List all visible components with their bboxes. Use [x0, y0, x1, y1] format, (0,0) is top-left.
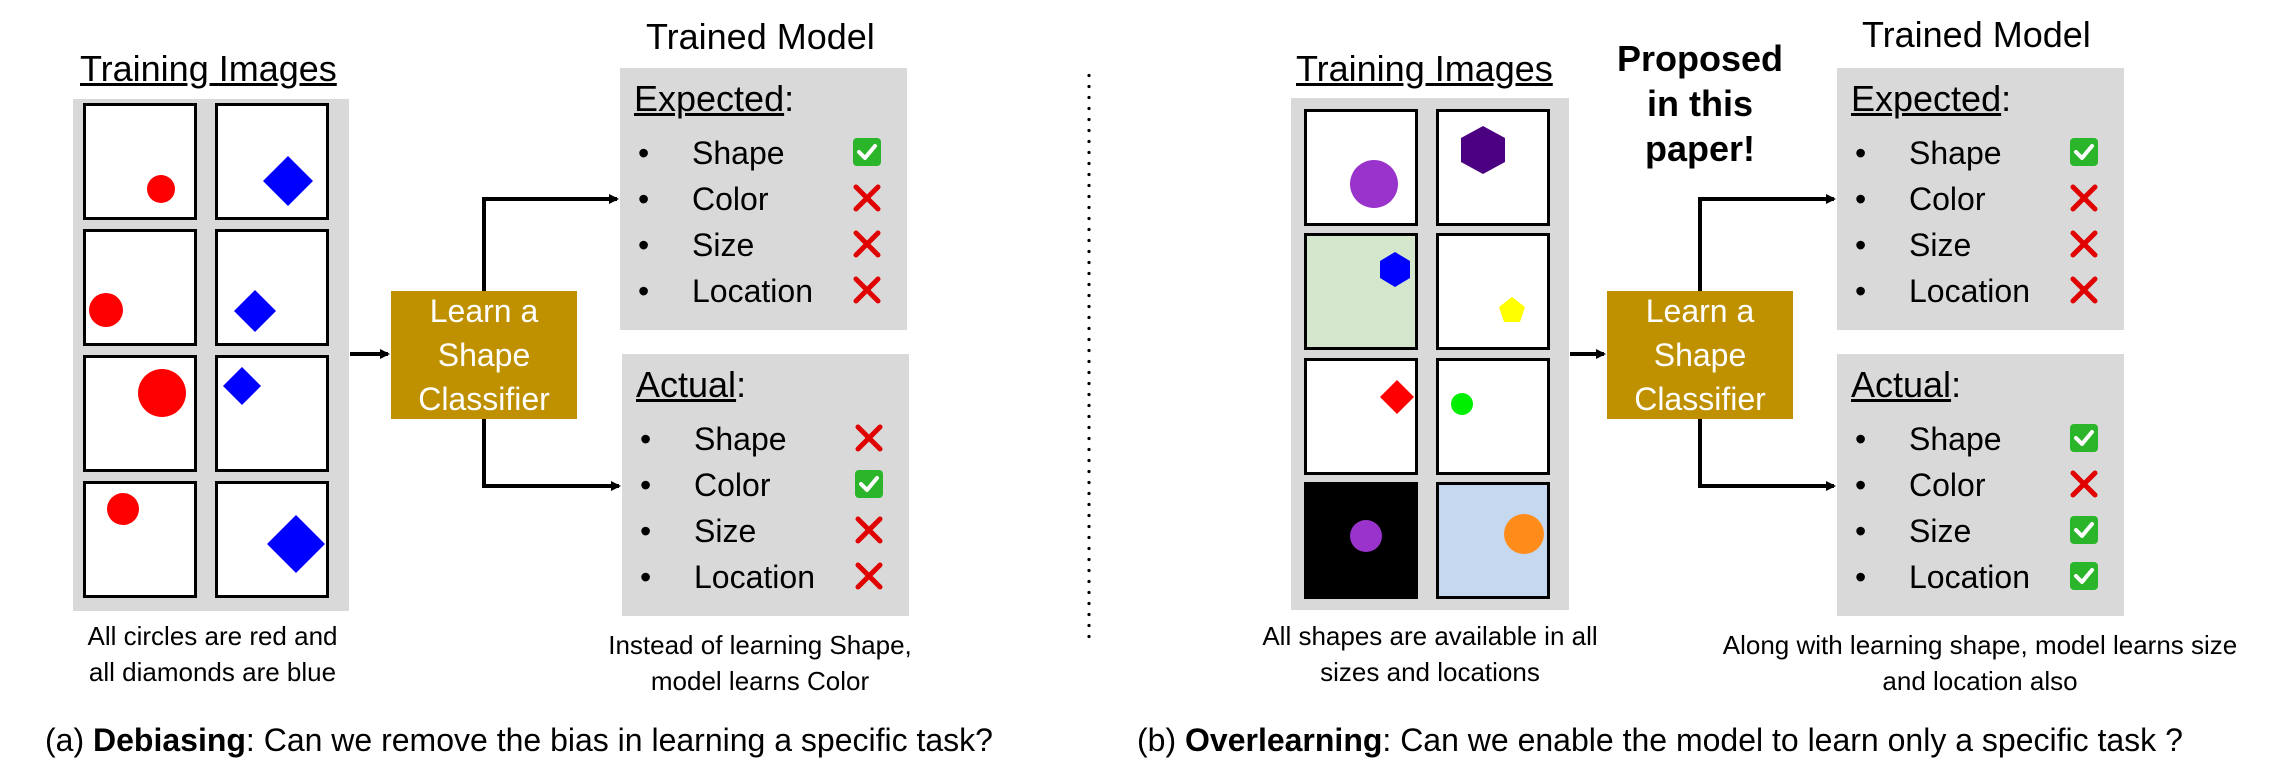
attribute-label: Size — [692, 227, 755, 263]
cross-mark-icon — [852, 183, 882, 213]
left-images-caption: All circles are red and all diamonds are… — [87, 621, 338, 687]
attribute-label: Shape — [694, 421, 787, 457]
bullet: • — [638, 181, 650, 217]
actual-heading: Actual: — [1851, 364, 1962, 405]
attribute-label: Location — [1909, 559, 2030, 595]
bullet: • — [1855, 273, 1867, 309]
tile-orange-circle — [1436, 482, 1550, 599]
check-mark-icon — [2069, 515, 2099, 545]
bullet: • — [1855, 135, 1867, 171]
actual-heading: Actual: — [636, 364, 747, 405]
left-image-grid — [73, 99, 349, 611]
right-classifier-to-expected-arrow — [1698, 194, 1836, 291]
tile-blue-diamond-1 — [215, 103, 329, 220]
cross-mark-icon — [852, 229, 882, 259]
tile-black-background — [1304, 482, 1418, 599]
cross-mark-icon — [854, 515, 884, 545]
tile-blue-hexagon — [1304, 233, 1418, 350]
expected-heading: Expected: — [634, 78, 795, 119]
left-classifier-to-actual-arrow — [482, 419, 621, 491]
right-model-caption: Along with learning shape, model learns … — [1722, 630, 2238, 696]
tile-red-diamond — [1304, 358, 1418, 475]
tile-blue-diamond-3 — [215, 355, 329, 472]
tile-red-circle-2 — [83, 229, 197, 346]
attribute-label: Location — [694, 559, 815, 595]
left-bottom-caption: (a) Debiasing: Can we remove the bias in… — [45, 722, 993, 758]
attribute-label: Size — [694, 513, 757, 549]
cross-mark-icon — [852, 275, 882, 305]
dotted-separator — [1087, 70, 1091, 640]
attribute-label: Shape — [692, 135, 785, 171]
right-classifier-to-actual-arrow — [1698, 419, 1836, 491]
attribute-label: Shape — [1909, 421, 2002, 457]
bullet: • — [638, 227, 650, 263]
cross-mark-icon — [854, 423, 884, 453]
tile-purple-hexagon — [1436, 109, 1550, 226]
check-mark-icon — [854, 469, 884, 499]
check-mark-icon — [2069, 423, 2099, 453]
bullet: • — [1855, 181, 1867, 217]
right-training-title: Training Images — [1296, 48, 1553, 89]
right-image-grid — [1291, 98, 1569, 610]
cross-mark-icon — [2069, 229, 2099, 259]
tile-red-circle-4 — [83, 481, 197, 598]
attribute-label: Color — [694, 467, 771, 503]
check-mark-icon — [2069, 561, 2099, 591]
attribute-label: Color — [1909, 467, 1986, 503]
right-actual-panel: Actual: • Shape • Color • Size • Location — [1837, 354, 2124, 616]
left-training-title: Training Images — [80, 48, 337, 89]
check-mark-icon — [2069, 137, 2099, 167]
cross-mark-icon — [2069, 469, 2099, 499]
bullet: • — [1855, 227, 1867, 263]
bullet: • — [638, 135, 650, 171]
left-actual-panel: Actual: • Shape • Color • Size • Location — [622, 354, 909, 616]
bullet: • — [640, 513, 652, 549]
cross-mark-icon — [854, 561, 884, 591]
right-trained-model-title: Trained Model — [1862, 14, 2091, 55]
bullet: • — [638, 273, 650, 309]
tile-blue-diamond-4 — [215, 481, 329, 598]
left-expected-panel: Expected: • Shape • Color • Size • Location — [620, 68, 907, 330]
left-classifier-to-expected-arrow — [482, 194, 619, 291]
tile-red-circle-1 — [83, 103, 197, 220]
tile-purple-circle — [1304, 109, 1418, 226]
bullet: • — [640, 467, 652, 503]
expected-heading: Expected: — [1851, 78, 2012, 119]
attribute-label: Color — [692, 181, 769, 217]
bullet: • — [1855, 467, 1867, 503]
bullet: • — [1855, 513, 1867, 549]
right-bottom-caption: (b) Overlearning: Can we enable the mode… — [1137, 722, 2183, 758]
bullet: • — [1855, 421, 1867, 457]
left-classifier-box: Learn a Shape Classifier — [391, 291, 577, 419]
right-classifier-box: Learn a Shape Classifier — [1607, 291, 1793, 419]
right-expected-panel: Expected: • Shape • Color • Size • Location — [1837, 68, 2124, 330]
bullet: • — [640, 559, 652, 595]
left-trained-model-title: Trained Model — [646, 16, 875, 57]
tile-yellow-pentagon — [1436, 233, 1550, 350]
left-model-caption: Instead of learning Shape, model learns … — [608, 630, 912, 696]
right-images-caption: All shapes are available in all sizes an… — [1262, 621, 1598, 687]
proposed-callout: Proposed in this paper! — [1616, 38, 1784, 169]
bullet: • — [1855, 559, 1867, 595]
attribute-label: Size — [1909, 513, 1972, 549]
check-mark-icon — [852, 137, 882, 167]
bullet: • — [640, 421, 652, 457]
attribute-label: Location — [692, 273, 813, 309]
attribute-label: Size — [1909, 227, 1972, 263]
tile-blue-diamond-2 — [215, 229, 329, 346]
attribute-label: Shape — [1909, 135, 2002, 171]
tile-green-circle — [1436, 358, 1550, 475]
attribute-label: Location — [1909, 273, 2030, 309]
cross-mark-icon — [2069, 275, 2099, 305]
attribute-label: Color — [1909, 181, 1986, 217]
cross-mark-icon — [2069, 183, 2099, 213]
tile-red-circle-3 — [83, 355, 197, 472]
